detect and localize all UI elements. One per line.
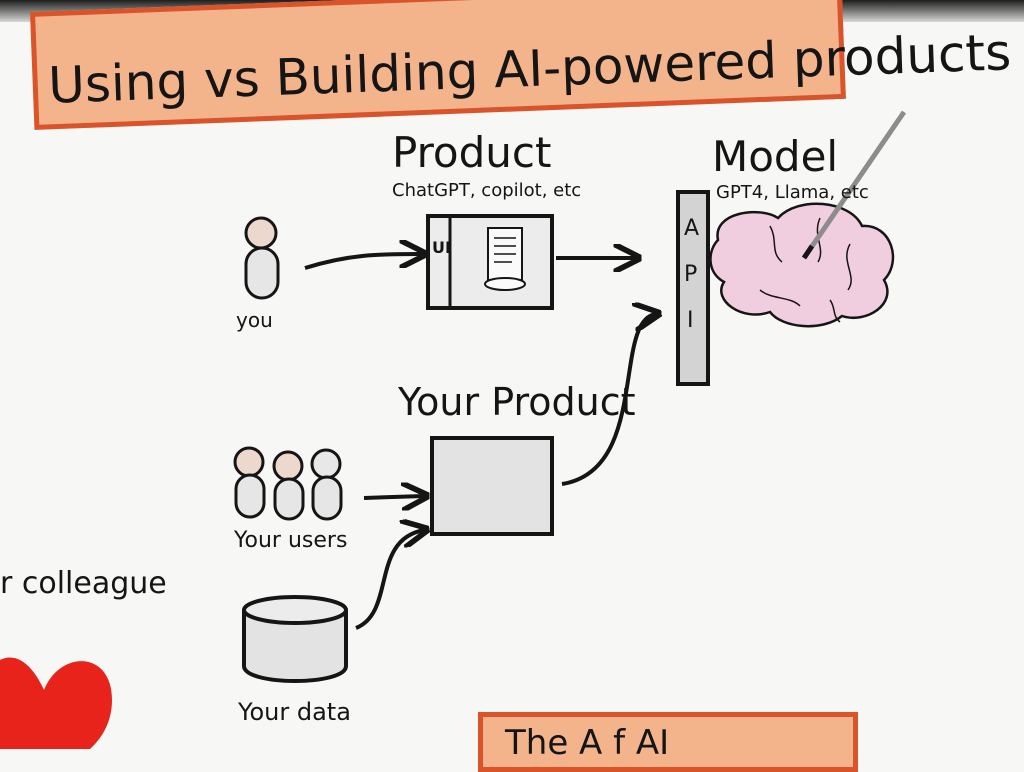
your-data-label: Your data <box>238 698 351 726</box>
api-label-p: P <box>684 262 698 287</box>
your-product-box <box>430 436 554 536</box>
database-cylinder-icon <box>242 595 348 683</box>
product-label: Product <box>392 128 552 177</box>
api-label-a: A <box>684 216 700 241</box>
your-product-label: Your Product <box>398 380 636 424</box>
users-group-icon <box>233 446 343 521</box>
next-section-text: The A f AI <box>505 723 670 763</box>
api-bar <box>676 190 710 386</box>
heart-icon <box>0 657 112 749</box>
model-label: Model <box>712 132 839 181</box>
ui-label: UI <box>432 238 451 257</box>
arrow-users-to-product <box>363 496 424 498</box>
your-users-label: Your users <box>234 528 348 553</box>
arrow-your-product-to-api <box>561 314 656 486</box>
brain-icon <box>709 202 895 328</box>
api-label-i: I <box>687 308 694 333</box>
arrow-you-to-product <box>304 254 422 270</box>
arrow-data-to-product <box>355 530 424 630</box>
you-label: you <box>236 308 273 332</box>
next-section-banner: The A f AI <box>478 712 858 772</box>
product-examples: ChatGPT, copilot, etc <box>392 180 582 201</box>
model-examples: GPT4, Llama, etc <box>716 182 869 203</box>
document-scroll-icon <box>484 227 526 291</box>
diagram-canvas <box>0 110 907 749</box>
pencil-icon <box>801 110 907 260</box>
colleague-label: r colleague <box>0 566 167 601</box>
you-person-icon <box>244 216 280 300</box>
